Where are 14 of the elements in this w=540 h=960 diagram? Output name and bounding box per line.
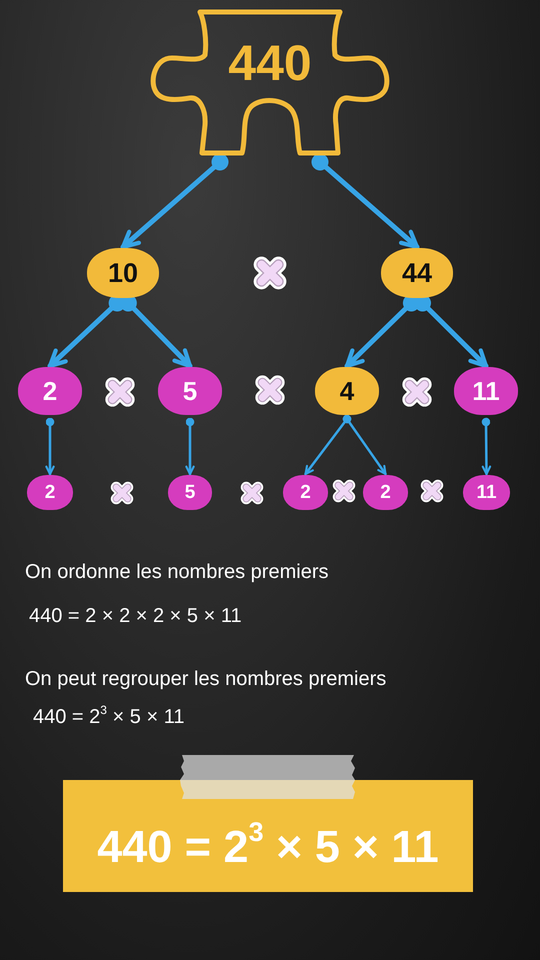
arrow (342, 414, 387, 476)
equation-text: 440 = 2 × 2 × 2 × 5 × 11 (29, 605, 242, 628)
arrow (45, 418, 55, 476)
arrow (414, 294, 488, 368)
instruction-text: On ordonne les nombres premiers (25, 561, 328, 584)
instruction-text: On peut regrouper les nombres premiers (25, 668, 386, 691)
arrow (482, 418, 492, 476)
arrow (120, 294, 192, 368)
arrow (120, 154, 228, 250)
arrow (312, 154, 420, 250)
arrow (185, 418, 195, 476)
arrow (344, 294, 420, 368)
equation-text: 440 = 2$^{3}$ × 5 × 11 (33, 706, 184, 729)
sticky-note: 440 = 2$^{3}$ × 5 × 11 (63, 780, 473, 892)
